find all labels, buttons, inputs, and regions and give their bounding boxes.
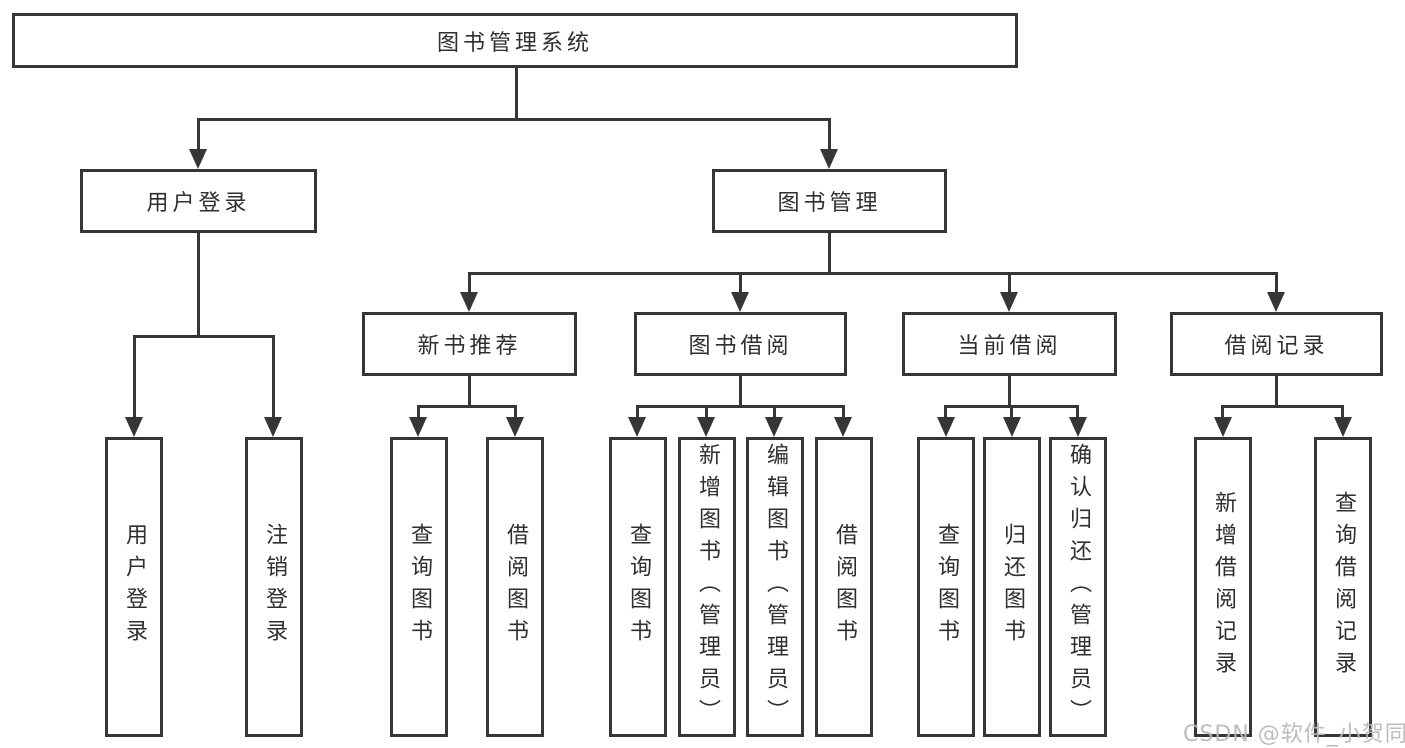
arrowhead-down <box>731 292 749 312</box>
connector-line <box>468 376 471 405</box>
arrowhead-down <box>264 417 282 437</box>
leaf-label: 查询借阅记录 <box>1331 491 1356 683</box>
leaf-query-books-borrowing: 查询图书 <box>609 437 667 737</box>
connector-line <box>272 335 275 418</box>
leaf-return-books: 归还图书 <box>983 437 1041 737</box>
arrowhead-down <box>697 417 715 437</box>
connector-line <box>1221 405 1344 408</box>
leaf-add-borrow-record: 新增借阅记录 <box>1194 437 1252 737</box>
arrowhead-down <box>1003 417 1021 437</box>
connector-line <box>636 405 845 408</box>
connector-line <box>1275 376 1278 405</box>
arrowhead-down <box>409 417 427 437</box>
leaf-add-books-admin: 新增图书（管理员） <box>678 437 736 737</box>
leaf-label: 归还图书 <box>1000 523 1025 651</box>
connector-line <box>842 405 845 418</box>
leaf-edit-books-admin: 编辑图书（管理员） <box>746 437 804 737</box>
arrowhead-down <box>1334 417 1352 437</box>
connector-line <box>197 118 200 150</box>
node-label: 新书推荐 <box>417 334 522 359</box>
connector-line <box>773 405 776 418</box>
leaf-query-borrow-record: 查询借阅记录 <box>1314 437 1372 737</box>
connector-line <box>417 405 517 408</box>
leaf-logout: 注销登录 <box>245 437 303 737</box>
leaf-query-books-recommend: 查询图书 <box>390 437 448 737</box>
leaf-label: 借阅图书 <box>503 523 528 651</box>
leaf-label: 新增图书（管理员） <box>695 443 720 731</box>
arrowhead-down <box>628 417 646 437</box>
node-label: 图书管理 <box>777 191 882 216</box>
node-label: 图书管理系统 <box>436 30 593 56</box>
arrowhead-down <box>834 417 852 437</box>
connector-line <box>739 376 742 405</box>
leaf-label: 用户登录 <box>122 523 147 651</box>
node-library-management-system: 图书管理系统 <box>12 13 1018 68</box>
arrowhead-down <box>460 292 478 312</box>
node-borrowing-records: 借阅记录 <box>1170 312 1383 376</box>
connector-line <box>636 405 639 418</box>
arrowhead-down <box>765 417 783 437</box>
leaf-query-books-current: 查询图书 <box>917 437 975 737</box>
arrowhead-down <box>1267 292 1285 312</box>
leaf-borrow-books: 借阅图书 <box>815 437 873 737</box>
node-new-book-recommendation: 新书推荐 <box>362 312 577 376</box>
node-label: 图书借阅 <box>688 334 793 359</box>
arrowhead-down <box>506 417 524 437</box>
connector-line <box>515 68 518 118</box>
connector-line <box>739 272 742 293</box>
connector-line <box>417 405 420 418</box>
connector-line <box>514 405 517 418</box>
connector-line <box>133 335 136 418</box>
arrowhead-down <box>1069 417 1087 437</box>
connector-line <box>944 405 947 418</box>
node-book-borrowing: 图书借阅 <box>634 312 847 376</box>
node-book-management: 图书管理 <box>712 169 947 233</box>
leaf-label: 编辑图书（管理员） <box>763 443 788 731</box>
leaf-label: 查询图书 <box>626 523 651 651</box>
leaf-label: 查询图书 <box>934 523 959 651</box>
node-current-borrowing: 当前借阅 <box>902 312 1117 376</box>
connector-line <box>1008 272 1011 293</box>
leaf-label: 确认归还（管理员） <box>1066 443 1091 731</box>
connector-line <box>1341 405 1344 418</box>
arrowhead-down <box>1000 292 1018 312</box>
node-label: 用户登录 <box>146 191 251 216</box>
leaf-user-login: 用户登录 <box>105 437 163 737</box>
connector-line <box>1221 405 1224 418</box>
leaf-confirm-return-admin: 确认归还（管理员） <box>1049 437 1107 737</box>
csdn-watermark: CSDN @软件_小贺同学 <box>1183 722 1405 747</box>
node-label: 借阅记录 <box>1224 334 1329 359</box>
connector-line <box>828 233 831 272</box>
arrowhead-down <box>937 417 955 437</box>
node-user-login: 用户登录 <box>80 169 317 233</box>
leaf-label: 新增借阅记录 <box>1211 491 1236 683</box>
connector-line <box>133 335 275 338</box>
connector-line <box>1008 376 1011 405</box>
connector-line <box>468 272 1278 275</box>
arrowhead-down <box>1214 417 1232 437</box>
leaf-borrow-books-recommend: 借阅图书 <box>486 437 544 737</box>
leaf-label: 注销登录 <box>262 523 287 651</box>
leaf-label: 查询图书 <box>407 523 432 651</box>
connector-line <box>1275 272 1278 293</box>
connector-line <box>1010 405 1013 418</box>
connector-line <box>197 118 831 121</box>
node-label: 当前借阅 <box>957 334 1062 359</box>
connector-line <box>1076 405 1079 418</box>
connector-line <box>468 272 471 293</box>
connector-line <box>705 405 708 418</box>
leaf-label: 借阅图书 <box>832 523 857 651</box>
arrowhead-down <box>820 149 838 169</box>
connector-line <box>197 233 200 335</box>
connector-line <box>828 118 831 150</box>
arrowhead-down <box>125 417 143 437</box>
arrowhead-down <box>189 149 207 169</box>
